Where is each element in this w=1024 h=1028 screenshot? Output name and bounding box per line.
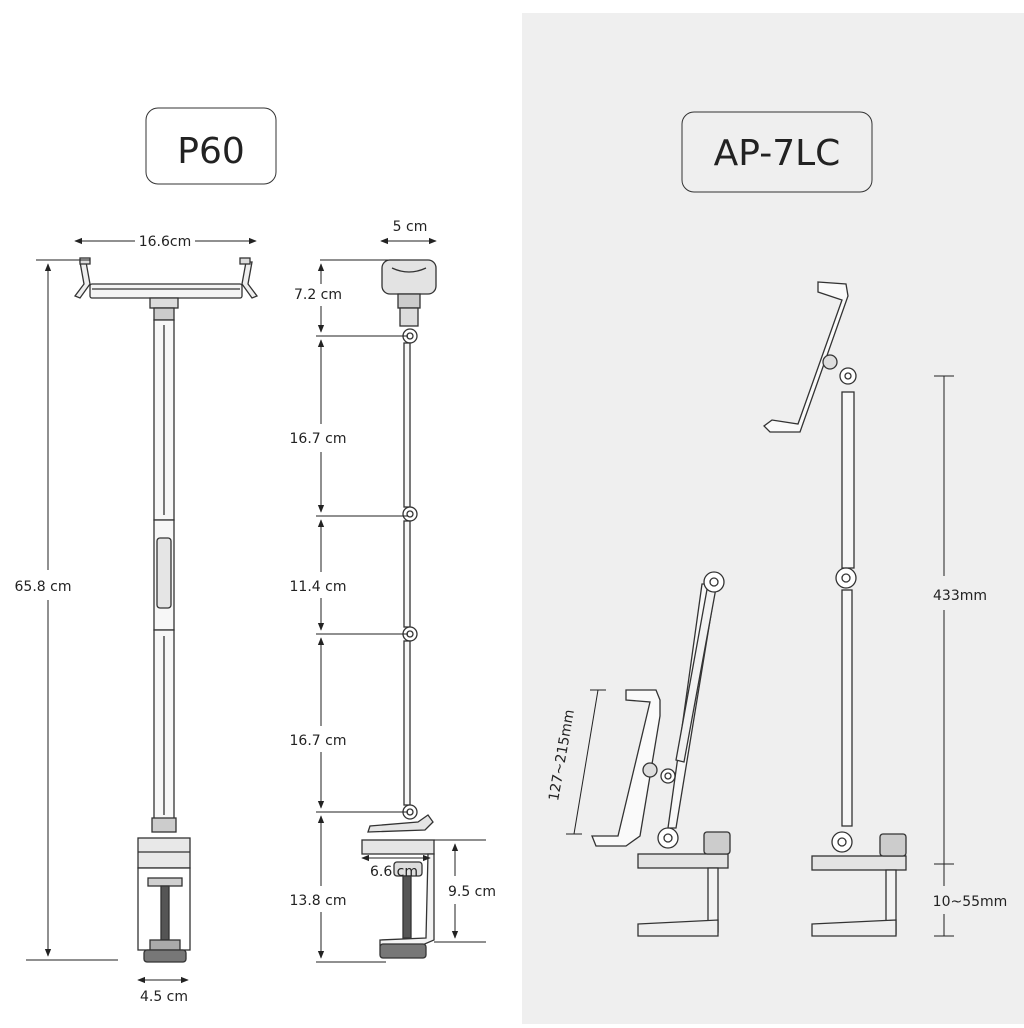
ap7lc-upright-view [763,281,907,937]
dim-clamp-height: 9.5 cm [448,884,496,900]
p60-front-dimensions [26,237,257,984]
title-box-p60: P60 [145,107,277,185]
dim-width-top: 16.6cm [139,234,192,250]
dim-depth-top: 5 cm [393,219,428,235]
dim-seg4: 16.7 cm [290,733,347,749]
dim-seg5: 13.8 cm [290,893,347,909]
p60-side-view [361,259,437,959]
dim-clamp-range: 10~55mm [933,894,1008,910]
p60-side-dimensions [316,237,486,963]
ap7lc-upright-dimensions [934,375,954,937]
ap7lc-folded-dimensions [566,689,606,835]
dim-seg1: 7.2 cm [294,287,342,303]
title-p60: P60 [177,131,245,172]
title-box-ap7lc: AP-7LC [681,111,873,193]
title-ap7lc: AP-7LC [714,133,841,174]
dim-total-height: 65.8 cm [15,579,72,595]
dim-pole-height: 433mm [933,588,987,604]
dim-base-width: 4.5 cm [140,989,188,1005]
dim-seg3: 11.4 cm [290,579,347,595]
ap7lc-folded-view [591,571,731,937]
dim-seg2: 16.7 cm [290,431,347,447]
p60-front-view [73,257,259,963]
dim-clamp-open: 6.6 cm [370,864,418,880]
